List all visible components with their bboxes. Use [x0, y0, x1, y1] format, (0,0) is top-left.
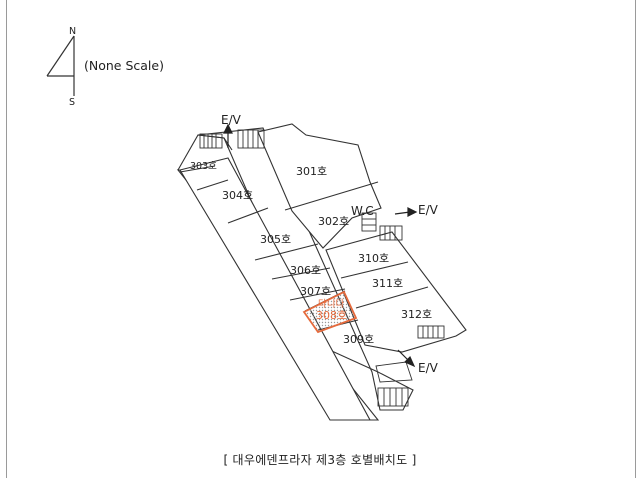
- elevator-arrow-bottom: [397, 349, 416, 368]
- unit-301-label: 301호: [296, 165, 327, 178]
- stairs-bottom: [375, 361, 413, 407]
- unit-308-name: 다니다: [318, 299, 344, 310]
- right-block: [257, 123, 382, 249]
- south-label: S: [69, 97, 75, 108]
- elevator-label-top: E/V: [221, 113, 242, 127]
- stairs-top: [199, 129, 265, 149]
- unit-308-label: 308호: [316, 309, 347, 322]
- north-label: N: [69, 26, 76, 37]
- unit-305-label: 305호: [260, 233, 291, 246]
- elevator-label-bottom: E/V: [418, 361, 439, 375]
- stairs-wc: [361, 212, 403, 241]
- left-wing-units: [179, 157, 371, 421]
- unit-307-label: 307호: [300, 285, 331, 298]
- compass-north-arrow: [46, 35, 75, 96]
- unit-302-label: 302호: [318, 215, 349, 228]
- lower-right-block: [325, 231, 467, 353]
- unit-306-label: 306호: [290, 264, 321, 277]
- elevator-label-right: E/V: [418, 203, 439, 217]
- scale-note: (None Scale): [84, 58, 164, 73]
- unit-308-highlight: [302, 290, 358, 334]
- unit-303-label: 303호: [190, 161, 217, 172]
- plan-caption: [ 대우에덴프라자 제3층 호별배치도 ]: [223, 453, 417, 467]
- elevator-arrow-top: [223, 123, 233, 148]
- wc-label: W.C: [351, 204, 374, 218]
- page-frame: [6, 0, 636, 478]
- elevator-arrow-right: [394, 207, 418, 217]
- unit-311-label: 311호: [372, 277, 403, 290]
- unit-312-label: 312호: [401, 308, 432, 321]
- unit-309-label: 309호: [343, 333, 374, 346]
- unit-304-label: 304호: [222, 189, 253, 202]
- unit-310-label: 310호: [358, 252, 389, 265]
- stairs-312: [417, 325, 445, 339]
